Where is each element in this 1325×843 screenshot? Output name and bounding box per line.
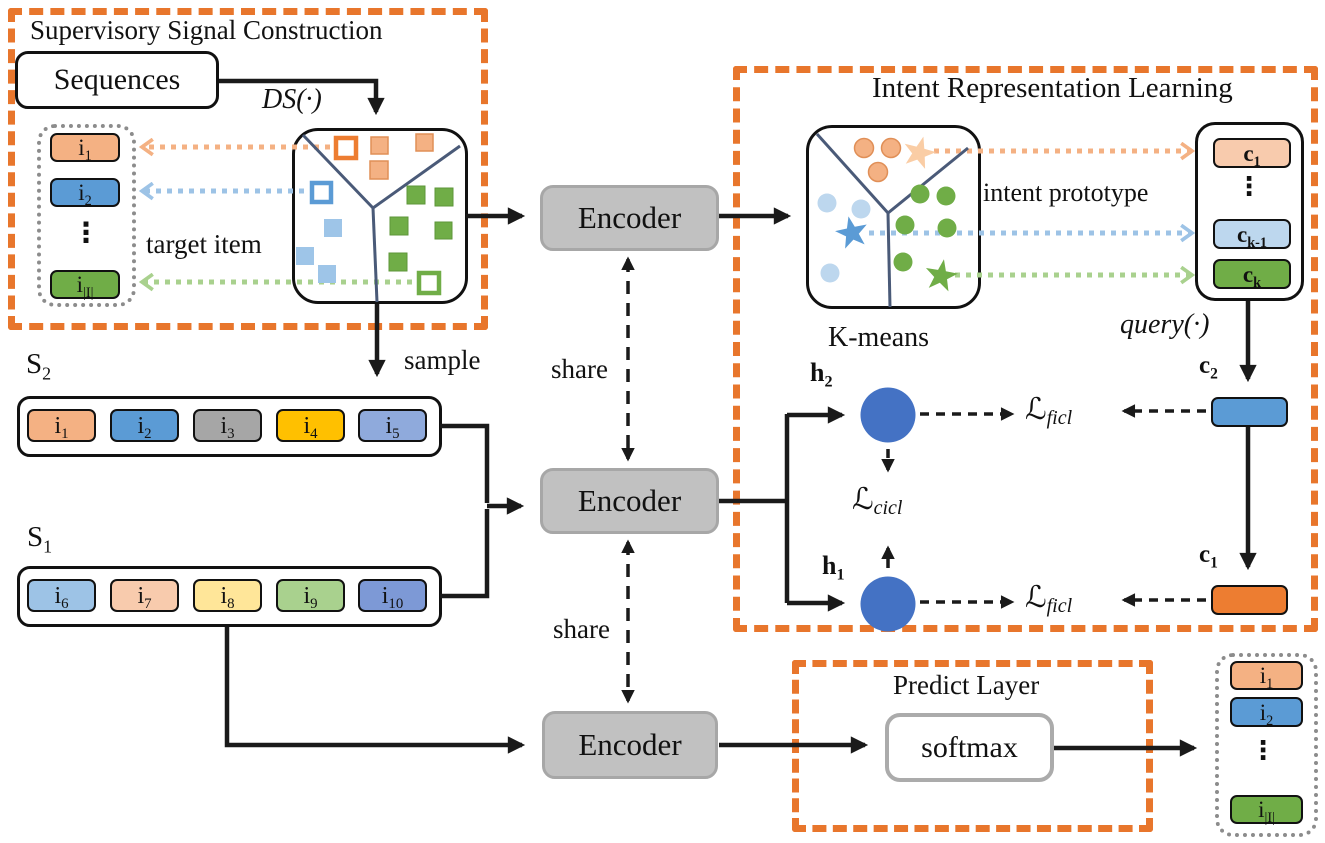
intent-prototype-label: intent prototype <box>983 178 1149 207</box>
kmeans-cluster-glyphs <box>815 132 969 308</box>
orange-squares <box>369 133 434 180</box>
h2-node <box>860 387 916 443</box>
blue-squares <box>296 219 342 283</box>
supervisory-title: Supervisory Signal Construction <box>30 15 383 45</box>
softmax-box: softmax <box>885 713 1054 782</box>
loss-arrows <box>881 404 1206 609</box>
c2-label: c2 <box>1199 352 1218 383</box>
sequences-label: Sequences <box>53 63 181 96</box>
prototype-c1: c1 <box>1213 138 1291 169</box>
sample-label: sample <box>404 345 481 375</box>
arrow-sequences-to-cluster <box>218 78 385 116</box>
target-item-label: target item <box>146 229 262 259</box>
c1-label: c1 <box>1199 541 1218 572</box>
s2-item-5: i5 <box>358 409 427 442</box>
share-label-top: share <box>551 354 608 384</box>
target-item-last: i|I| <box>50 270 120 300</box>
orange-dots <box>853 137 902 183</box>
blue-hollow-square <box>309 180 334 205</box>
solid-flow-arrows <box>218 78 1257 757</box>
encoder-middle: Encoder <box>540 468 719 534</box>
s2-label: S2 <box>26 348 52 384</box>
target-item-group <box>37 124 136 307</box>
s2-item-3: i3 <box>193 409 262 442</box>
output-item-last: i|I| <box>1230 795 1303 825</box>
orange-centroid-star <box>904 136 937 169</box>
loss-cicl: ℒcicl <box>852 482 903 519</box>
softmax-label: softmax <box>921 730 1018 764</box>
encoder-top-label: Encoder <box>577 200 682 235</box>
s1-item-7: i7 <box>110 579 179 612</box>
predict-layer-title: Predict Layer <box>893 670 1040 700</box>
encoder-bottom: Encoder <box>542 711 718 779</box>
s1-item-8: i8 <box>193 579 262 612</box>
blue-dots <box>817 193 871 283</box>
s2-item-1: i1 <box>27 409 96 442</box>
output-ellipsis: ⋮ <box>1250 736 1276 766</box>
kmeans-label: K-means <box>828 322 930 353</box>
output-item-2: i2 <box>1230 697 1303 728</box>
line-s2-join <box>440 423 490 503</box>
target-item-2: i2 <box>50 178 120 208</box>
loss-ficl-bottom: ℒficl <box>1025 580 1073 617</box>
c1-vector <box>1211 585 1288 615</box>
intent-title: Intent Representation Learning <box>872 72 1233 104</box>
target-item-1: i1 <box>50 133 120 163</box>
dotted-mapping-arrows <box>142 147 1192 282</box>
output-item-1: i1 <box>1230 661 1303 691</box>
intent-representation-learning-box <box>733 66 1318 632</box>
s1-label: S1 <box>27 521 53 557</box>
s2-item-2: i2 <box>110 409 179 442</box>
h1-node <box>860 576 916 632</box>
s1-item-10: i10 <box>358 579 427 612</box>
c2-vector <box>1211 397 1288 427</box>
target-items-ellipsis: ⋮ <box>72 216 100 249</box>
green-hollow-square <box>416 270 442 296</box>
ds-function-label: DS(·) <box>262 84 322 115</box>
h1-label: h1 <box>822 551 845 584</box>
supervisory-cluster-glyphs <box>296 133 461 303</box>
cluster-dividers <box>301 133 461 303</box>
line-s1-join <box>440 509 490 599</box>
query-function-label: query(·) <box>1120 309 1210 340</box>
prototype-ck: ck <box>1213 259 1291 290</box>
green-dots <box>893 184 957 272</box>
h2-label: h2 <box>810 358 833 391</box>
s2-item-4: i4 <box>276 409 345 442</box>
encoder-top: Encoder <box>540 185 719 251</box>
sequences-box: Sequences <box>15 51 219 109</box>
encoder-bottom-label: Encoder <box>578 727 682 762</box>
prototype-ellipsis: ⋮ <box>1236 172 1262 202</box>
blue-centroid-star <box>835 216 867 249</box>
supervisory-signal-construction-box <box>8 8 488 330</box>
loss-ficl-top: ℒficl <box>1025 392 1073 429</box>
output-item-group <box>1215 653 1318 837</box>
s1-item-6: i6 <box>27 579 96 612</box>
prototype-ck-1: ck-1 <box>1213 219 1291 250</box>
green-centroid-star <box>925 259 958 292</box>
kmeans-dividers <box>815 132 969 308</box>
orange-hollow-square <box>333 135 359 161</box>
arrow-s1-to-encoder-bottom <box>224 627 526 754</box>
share-label-bottom: share <box>553 614 610 644</box>
green-squares <box>388 185 454 272</box>
s1-item-9: i9 <box>276 579 345 612</box>
encoder-middle-label: Encoder <box>577 483 682 518</box>
